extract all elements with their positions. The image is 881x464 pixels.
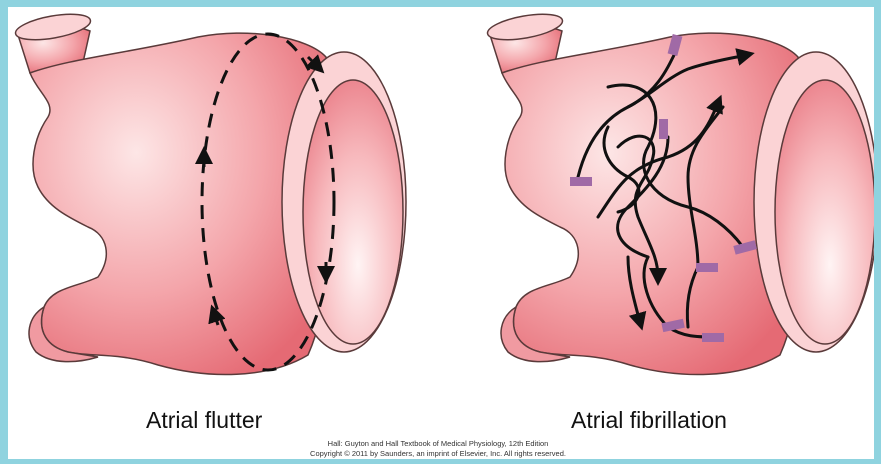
figure-illustration bbox=[8, 7, 874, 459]
label-atrial-fibrillation: Atrial fibrillation bbox=[571, 407, 727, 434]
ectopic-focus-marker bbox=[702, 333, 724, 342]
label-atrial-flutter: Atrial flutter bbox=[146, 407, 262, 434]
ectopic-focus-marker bbox=[570, 177, 592, 186]
ectopic-focus-marker bbox=[659, 119, 668, 139]
source-credit-line-1: Hall: Guyton and Hall Textbook of Medica… bbox=[198, 439, 678, 448]
ectopic-focus-marker bbox=[696, 263, 718, 272]
atrium-left bbox=[14, 10, 406, 375]
source-credit-line-2: Copyright © 2011 by Saunders, an imprint… bbox=[198, 449, 678, 458]
figure-frame: Atrial flutter Atrial fibrillation Hall:… bbox=[8, 7, 874, 459]
